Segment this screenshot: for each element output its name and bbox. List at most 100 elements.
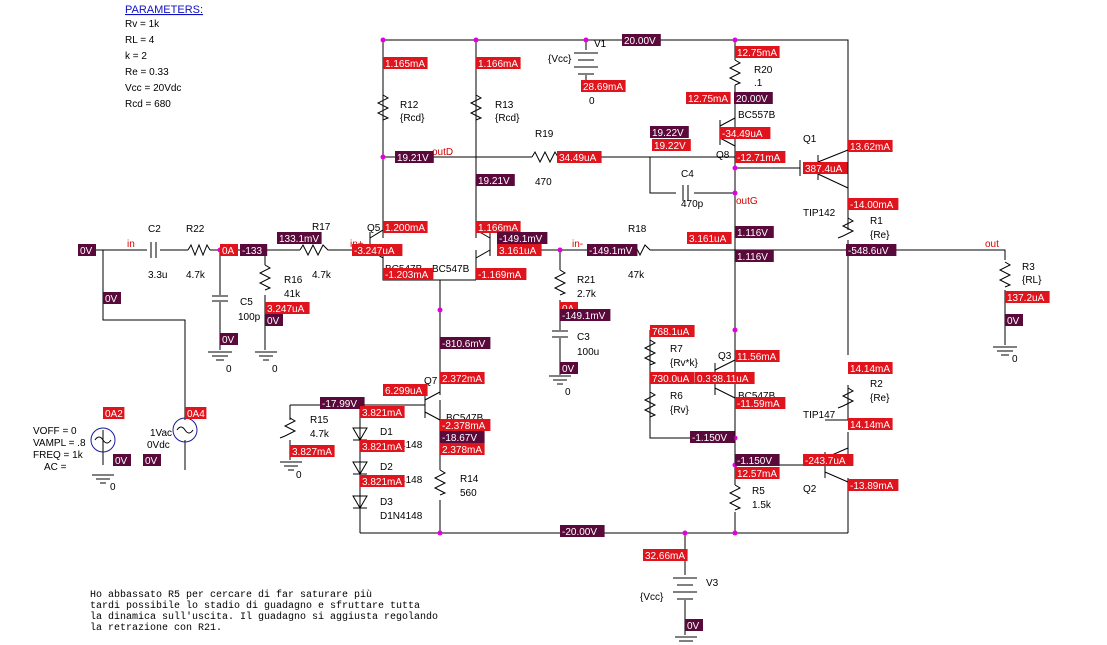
q2-label: Q2: [803, 484, 817, 495]
probe-value: 3.821mA: [362, 442, 402, 453]
r12-label: R12: [400, 100, 419, 111]
voltage-probe-badge: -20.00V: [560, 525, 605, 538]
r15-label: R15: [310, 415, 329, 426]
current-probe-badge: 3.827mA: [290, 445, 335, 458]
q8-label: Q8: [716, 150, 730, 161]
current-probe-badge: -1.169mA: [476, 268, 527, 281]
probe-value: -17.99V: [322, 399, 357, 410]
gnd-label: 0: [1012, 354, 1018, 365]
r7-label: R7: [670, 344, 683, 355]
probe-value: 0.3r: [697, 374, 715, 385]
voltage-probe-badge: 20.00V: [622, 34, 661, 47]
probe-value: -3.247uA: [354, 246, 395, 257]
r6-label: R6: [670, 391, 683, 402]
c5-value: 100p: [238, 312, 261, 323]
ac-label: AC =: [44, 462, 67, 473]
r22-symbol: [187, 243, 211, 257]
voltage-probe-badge: 19.21V: [476, 174, 515, 187]
d2-symbol: [352, 461, 368, 475]
source-symbols: [90, 52, 697, 600]
freq-label: FREQ = 1k: [33, 450, 84, 461]
c5-symbol: [212, 295, 228, 302]
capacitor-symbols: [150, 185, 689, 338]
current-probe-badge: 1.200mA: [383, 221, 428, 234]
voltage-probe-badge: -149.1mV: [560, 309, 611, 322]
d3-symbol: [352, 495, 368, 509]
probe-value: 1.116V: [737, 228, 768, 239]
net-outd: outD: [432, 147, 453, 158]
parameters-title: PARAMETERS:: [125, 4, 203, 16]
probe-value: 19.21V: [397, 153, 429, 164]
probe-value: 32.66mA: [645, 551, 685, 562]
probe-value: -14.00mA: [850, 200, 894, 211]
probe-value: -11.59mA: [737, 399, 780, 410]
current-probe-badge: 12.57mA: [735, 467, 780, 480]
v3-label: V3: [706, 578, 719, 589]
net-in: in: [127, 239, 135, 250]
net-in-minus: in-: [572, 239, 583, 250]
current-probe-badge: 32.66mA: [643, 549, 688, 562]
voltage-probe-badge: 0V: [113, 454, 131, 467]
r7-value: {Rv*k}: [670, 358, 698, 369]
r3-label: R3: [1022, 262, 1035, 273]
probe-value: 0A4: [187, 409, 205, 420]
r22-value: 4.7k: [186, 270, 206, 281]
q1-label: Q1: [803, 134, 817, 145]
probe-value: 20.00V: [736, 94, 768, 105]
c2-symbol: [150, 242, 157, 258]
probe-value: 3.821mA: [362, 408, 402, 419]
sine-wave-icon: [176, 426, 194, 434]
param-line: k = 2: [125, 51, 147, 62]
param-line: Rv = 1k: [125, 19, 160, 30]
current-probe-badge: 12.75mA: [735, 46, 780, 59]
r20-label: R20: [754, 65, 773, 76]
r16-label: R16: [284, 275, 303, 286]
probe-value: -1.169mA: [478, 270, 522, 281]
current-probe-badge: 38.11uA: [710, 372, 755, 385]
voltage-probe-badge: -1.150V: [735, 454, 780, 467]
probe-value: 0V: [115, 456, 128, 467]
r16-symbol: [258, 264, 272, 291]
probe-value: -13.89mA: [850, 481, 894, 492]
vampl-label: VAMPL = .8: [33, 438, 86, 449]
d2-label: D2: [380, 462, 393, 473]
probe-value: 0V: [267, 316, 280, 327]
voltage-probe-badge: 0V: [143, 454, 161, 467]
param-line: RL = 4: [125, 35, 155, 46]
probe-value: 0V: [1007, 316, 1020, 327]
r3-value: {RL}: [1022, 275, 1042, 286]
r17-label: R17: [312, 222, 331, 233]
voltage-probe-badge: 0V: [1005, 314, 1023, 327]
probe-value: 1.200mA: [385, 223, 425, 234]
probe-value: 0V: [687, 621, 700, 632]
probe-value: 137.2uA: [1007, 293, 1045, 304]
probe-value: -243.7uA: [805, 456, 846, 467]
gnd-label: 0: [296, 470, 302, 481]
current-probe-badge: 3.821mA: [360, 440, 405, 453]
probe-value: -1.150V: [692, 433, 727, 444]
d1-label: D1: [380, 427, 393, 438]
gnd-label: 0: [589, 96, 595, 107]
probe-value: -133: [242, 246, 262, 257]
q5-label: Q5: [367, 223, 381, 234]
voltage-probe-badge: -1.150V: [690, 431, 735, 444]
r15-symbol: [279, 417, 297, 439]
r6-value: {Rv}: [670, 405, 690, 416]
probe-value: -2.378mA: [442, 421, 486, 432]
probe-value: 0V: [80, 246, 93, 257]
probe-value: 13.62mA: [850, 142, 890, 153]
gnd-label: 0: [110, 482, 116, 493]
r18-value: 47k: [628, 270, 645, 281]
voltage-probe-badge: 19.21V: [395, 151, 434, 164]
r20-symbol: [728, 59, 742, 86]
probe-value: 0V: [562, 364, 575, 375]
r14-value: 560: [460, 488, 477, 499]
r1-symbol: [837, 217, 855, 239]
r17-symbol: [299, 243, 330, 257]
probe-value: 0A: [222, 246, 235, 257]
probe-value: -1.203mA: [385, 270, 429, 281]
probe-value: -18.67V: [442, 433, 477, 444]
current-probe-badge: 768.1uA: [650, 325, 695, 338]
probe-value: 34.49uA: [559, 153, 597, 164]
